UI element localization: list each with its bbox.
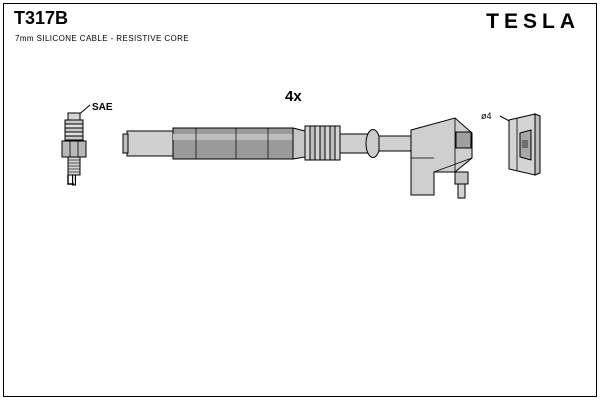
diameter-label: ø4 <box>481 111 492 121</box>
spark-plug-graphic <box>61 104 91 186</box>
page-border <box>3 3 597 397</box>
coil-connector-graphic <box>499 113 541 176</box>
ignition-cable-graphic <box>122 117 473 199</box>
brand-logo: TESLA <box>486 10 580 33</box>
part-description: 7mm SILICONE CABLE - RESISTIVE CORE <box>15 34 190 43</box>
quantity-label: 4x <box>285 88 302 105</box>
sae-label: SAE <box>92 102 113 113</box>
part-code: T317B <box>14 8 69 28</box>
